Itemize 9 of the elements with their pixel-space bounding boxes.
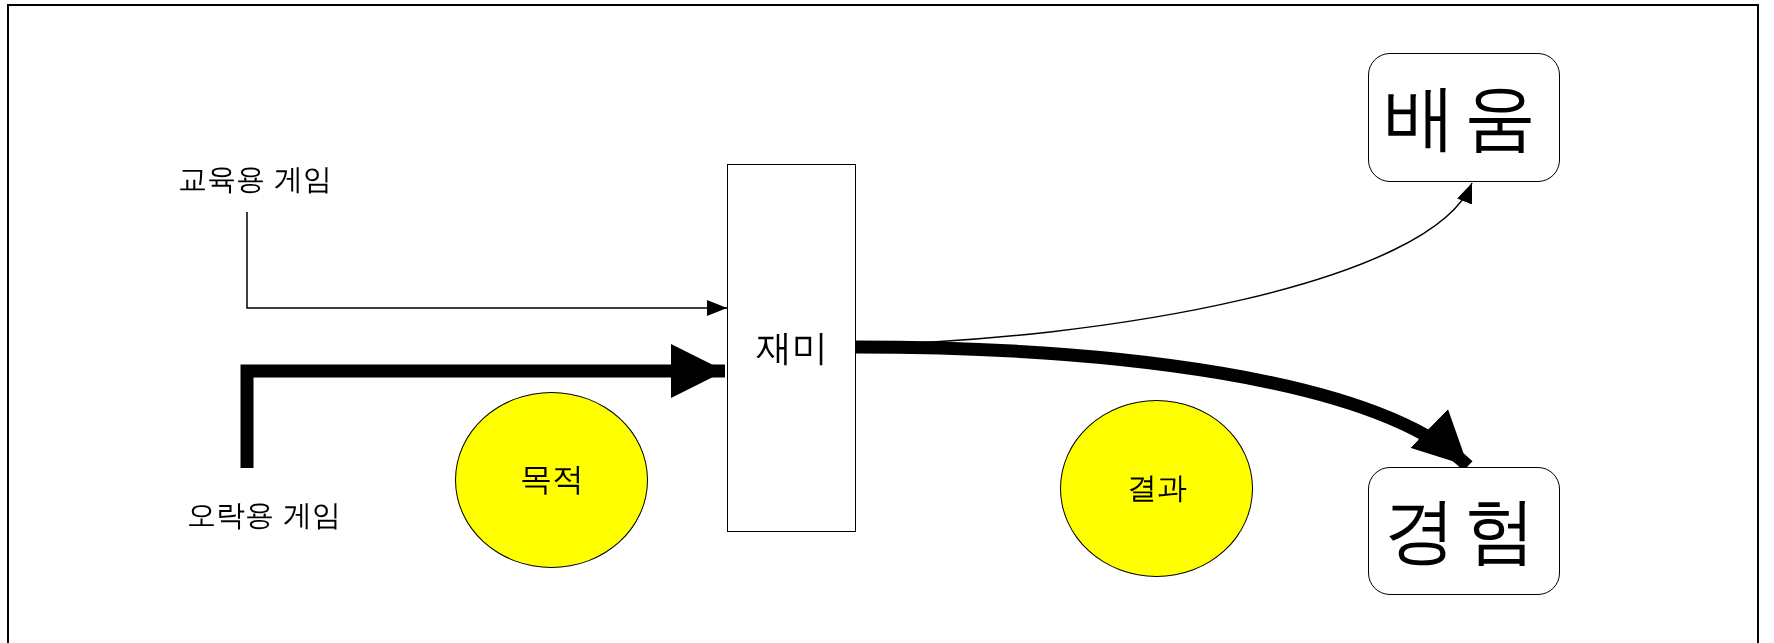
node-label: 오락용 게임	[158, 498, 370, 534]
rounded-box: 배움	[1368, 53, 1560, 182]
arrow	[246, 211, 728, 316]
ellipse-node: 결과	[1060, 400, 1253, 577]
ellipse-node: 목적	[455, 392, 648, 568]
arrow	[240, 344, 725, 468]
process-box: 재미	[727, 164, 856, 532]
node-label: 교육용 게임	[150, 162, 360, 198]
rounded-box: 경험	[1368, 467, 1560, 595]
